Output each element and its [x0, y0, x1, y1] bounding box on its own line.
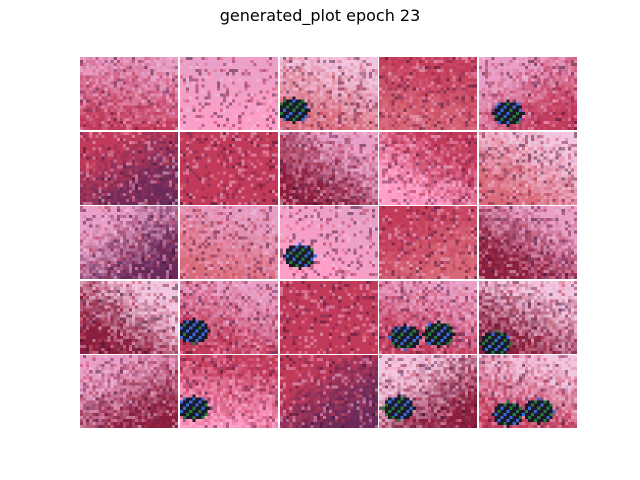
generated-image — [279, 131, 378, 205]
generated-image — [479, 206, 577, 279]
generated-image-tile — [279, 355, 378, 428]
generated-image — [279, 355, 378, 428]
generated-image-grid — [80, 57, 577, 428]
generated-image — [479, 131, 577, 205]
generated-image — [80, 280, 178, 354]
generated-image-tile — [179, 355, 278, 428]
generated-image-tile — [80, 57, 178, 130]
generated-image — [279, 206, 378, 279]
generated-image — [80, 131, 178, 205]
generated-image — [179, 131, 278, 205]
generated-image-tile — [279, 206, 378, 279]
generated-image — [379, 131, 478, 205]
generated-image-tile — [479, 57, 577, 130]
generated-image — [479, 57, 577, 130]
generated-image — [479, 280, 577, 354]
generated-image-tile — [479, 280, 577, 354]
generated-image — [379, 206, 478, 279]
generated-image — [479, 355, 577, 428]
generated-image — [80, 57, 178, 130]
generated-image — [379, 280, 478, 354]
generated-image — [279, 57, 378, 130]
generated-image-tile — [479, 355, 577, 428]
generated-image-tile — [279, 280, 378, 354]
generated-image — [379, 355, 478, 428]
generated-image-tile — [179, 206, 278, 279]
generated-image — [179, 355, 278, 428]
generated-image-tile — [379, 131, 478, 205]
generated-image-tile — [379, 355, 478, 428]
generated-image-tile — [179, 280, 278, 354]
generated-image-tile — [379, 206, 478, 279]
generated-image-tile — [379, 57, 478, 130]
generated-image — [179, 280, 278, 354]
generated-image-tile — [379, 280, 478, 354]
generated-image — [179, 206, 278, 279]
generated-image-tile — [279, 57, 378, 130]
generated-image — [179, 57, 278, 130]
generated-image — [80, 206, 178, 279]
generated-image-tile — [80, 355, 178, 428]
figure-title: generated_plot epoch 23 — [219, 6, 421, 25]
generated-image-tile — [179, 57, 278, 130]
generated-image-tile — [80, 280, 178, 354]
generated-image-tile — [479, 131, 577, 205]
generated-image-tile — [80, 131, 178, 205]
generated-image — [379, 57, 478, 130]
generated-image-tile — [279, 131, 378, 205]
generated-image-tile — [479, 206, 577, 279]
generated-image — [80, 355, 178, 428]
generated-image-tile — [179, 131, 278, 205]
generated-image-tile — [80, 206, 178, 279]
generated-image — [279, 280, 378, 354]
